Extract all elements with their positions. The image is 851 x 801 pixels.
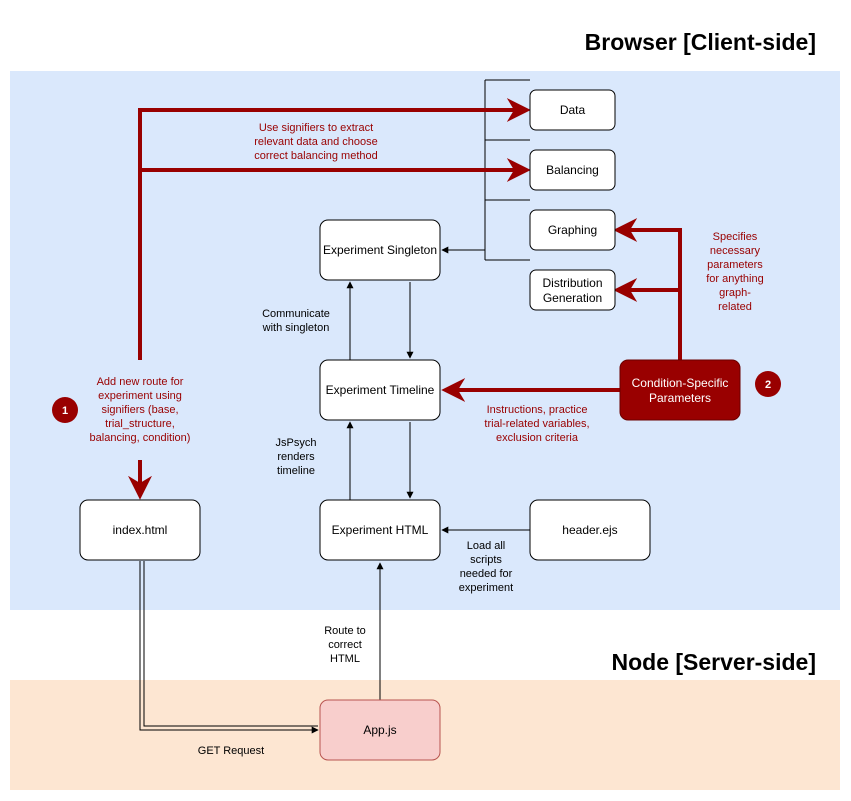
svg-text:Communicate: Communicate: [262, 308, 330, 320]
badge-1: 1: [52, 397, 78, 423]
svg-text:Parameters: Parameters: [649, 391, 711, 405]
svg-text:related: related: [718, 301, 752, 313]
svg-text:correct: correct: [328, 639, 362, 651]
node-app-js: App.js: [319, 699, 441, 761]
svg-text:Experiment Timeline: Experiment Timeline: [326, 383, 435, 397]
svg-text:trial_structure,: trial_structure,: [105, 418, 175, 430]
svg-text:Add new route for: Add new route for: [97, 376, 184, 388]
svg-text:with singleton: with singleton: [262, 322, 330, 334]
svg-text:for anything: for anything: [706, 273, 763, 285]
svg-text:correct balancing method: correct balancing method: [254, 150, 378, 162]
svg-text:signifiers (base,: signifiers (base,: [101, 404, 178, 416]
svg-text:Condition-Specific: Condition-Specific: [632, 376, 729, 390]
node-data: Data: [529, 89, 616, 131]
node-distribution-generation: Distribution Generation: [529, 269, 616, 311]
node-balancing: Balancing: [529, 149, 616, 191]
label-load-scripts: Load all scripts needed for experiment: [459, 540, 513, 594]
svg-text:Specifies: Specifies: [713, 231, 758, 243]
svg-text:necessary: necessary: [710, 245, 761, 257]
svg-text:Balancing: Balancing: [546, 163, 599, 177]
svg-text:parameters: parameters: [707, 259, 763, 271]
svg-text:index.html: index.html: [113, 523, 168, 537]
svg-text:Graphing: Graphing: [548, 223, 597, 237]
node-experiment-timeline: Experiment Timeline: [319, 359, 441, 421]
svg-text:Data: Data: [560, 103, 586, 117]
svg-text:renders: renders: [277, 451, 315, 463]
svg-text:Load all: Load all: [467, 540, 506, 552]
server-region-title: Node [Server-side]: [611, 649, 816, 675]
svg-text:timeline: timeline: [277, 465, 315, 477]
svg-text:1: 1: [62, 405, 68, 417]
svg-text:App.js: App.js: [363, 723, 396, 737]
badge-2: 2: [755, 371, 781, 397]
svg-text:Distribution: Distribution: [542, 276, 602, 290]
label-specifies: Specifies necessary parameters for anyth…: [706, 231, 763, 313]
svg-text:2: 2: [765, 379, 771, 391]
label-get-request: GET Request: [198, 745, 264, 757]
client-region-title: Browser [Client-side]: [585, 29, 816, 55]
svg-text:trial-related variables,: trial-related variables,: [484, 418, 589, 430]
node-condition-specific-parameters: Condition-Specific Parameters: [619, 359, 741, 421]
svg-text:graph-: graph-: [719, 287, 751, 299]
svg-text:Experiment HTML: Experiment HTML: [332, 523, 429, 537]
node-index-html: index.html: [79, 499, 201, 561]
label-signifiers: Use signifiers to extract relevant data …: [240, 114, 400, 162]
node-graphing: Graphing: [529, 209, 616, 251]
svg-text:needed for: needed for: [460, 568, 513, 580]
node-header-ejs: header.ejs: [529, 499, 651, 561]
label-add-route: Add new route for experiment using signi…: [80, 372, 200, 446]
label-jspsych: JsPsych renders timeline: [276, 437, 317, 477]
svg-text:Instructions, practice: Instructions, practice: [487, 404, 588, 416]
svg-text:GET Request: GET Request: [198, 745, 264, 757]
svg-text:Generation: Generation: [543, 291, 602, 305]
label-instructions: Instructions, practice trial-related var…: [484, 404, 589, 444]
svg-text:balancing, condition): balancing, condition): [90, 432, 191, 444]
svg-text:scripts: scripts: [470, 554, 502, 566]
svg-text:relevant data and choose: relevant data and choose: [254, 136, 378, 148]
svg-text:Route to: Route to: [324, 625, 366, 637]
svg-text:experiment: experiment: [459, 582, 513, 594]
svg-text:Experiment Singleton: Experiment Singleton: [323, 243, 437, 257]
svg-text:exclusion criteria: exclusion criteria: [496, 432, 579, 444]
black-connectors: [139, 79, 530, 734]
red-arrows: [128, 98, 682, 500]
svg-text:header.ejs: header.ejs: [562, 523, 617, 537]
label-route-to: Route to correct HTML: [315, 620, 375, 666]
node-experiment-html: Experiment HTML: [319, 499, 441, 561]
svg-text:JsPsych: JsPsych: [276, 437, 317, 449]
svg-text:experiment using: experiment using: [98, 390, 182, 402]
label-communicate: Communicate with singleton: [262, 308, 330, 334]
node-experiment-singleton: Experiment Singleton: [319, 219, 441, 281]
svg-text:Use signifiers to extract: Use signifiers to extract: [259, 122, 373, 134]
svg-text:HTML: HTML: [330, 653, 360, 665]
